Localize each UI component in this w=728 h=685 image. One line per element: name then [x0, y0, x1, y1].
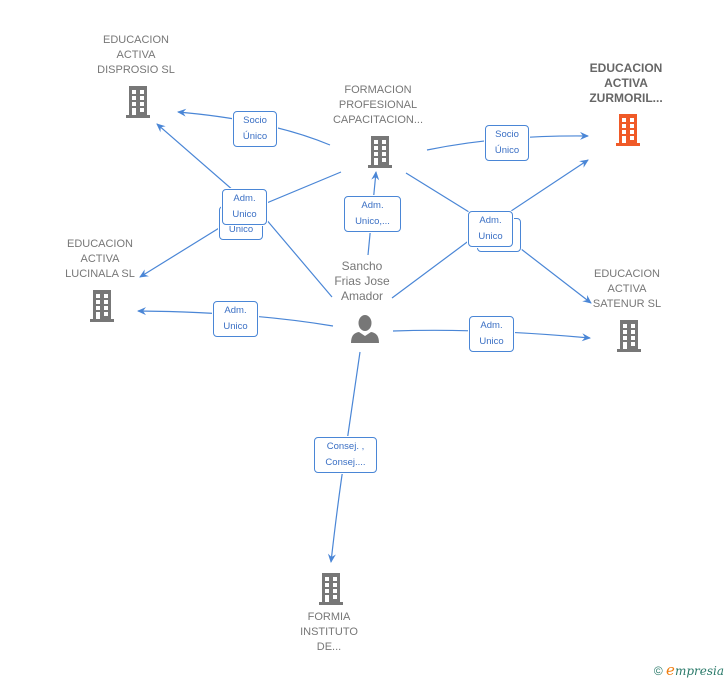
edge-label-person-zurmoril[interactable]: Adm. Unico [468, 211, 513, 247]
edge-label-person-formacion[interactable]: Adm. Unico,... [344, 196, 401, 232]
node-label-lucinala[interactable]: EDUCACION ACTIVA LUCINALA SL [65, 238, 135, 280]
brand-logo: empresia [666, 661, 724, 679]
person-icon[interactable] [349, 313, 381, 345]
node-label-formacion[interactable]: FORMACION PROFESIONAL CAPACITACION... [332, 84, 424, 126]
node-label-person[interactable]: Sancho Frias Jose Amador [334, 259, 390, 303]
building-icon[interactable] [122, 84, 154, 118]
building-icon[interactable] [315, 571, 347, 605]
edge-label-person-disprosio[interactable]: Adm. Unico [222, 189, 267, 225]
building-icon[interactable] [86, 288, 118, 322]
building-icon[interactable] [612, 112, 644, 146]
footer-brand: © empresia [654, 661, 724, 679]
edge-label-person-satenur[interactable]: Adm. Unico [469, 316, 514, 352]
node-label-disprosio[interactable]: EDUCACION ACTIVA DISPROSIO SL [97, 34, 175, 76]
copyright-icon: © [653, 664, 663, 678]
building-icon[interactable] [613, 318, 645, 352]
node-label-satenur[interactable]: EDUCACION ACTIVA SATENUR SL [592, 268, 662, 310]
edge-label-person-lucinala[interactable]: Adm. Unico [213, 301, 258, 337]
node-label-formia[interactable]: FORMIA INSTITUTO DE... [300, 611, 358, 653]
edge-label-formacion-disprosio[interactable]: Socio Único [233, 111, 277, 147]
edge-label-formacion-zurmoril[interactable]: Socio Único [485, 125, 529, 161]
building-icon[interactable] [364, 134, 396, 168]
node-label-zurmoril[interactable]: EDUCACION ACTIVA ZURMORIL... [589, 61, 663, 105]
edge-label-person-formia[interactable]: Consej. , Consej.... [314, 437, 377, 473]
